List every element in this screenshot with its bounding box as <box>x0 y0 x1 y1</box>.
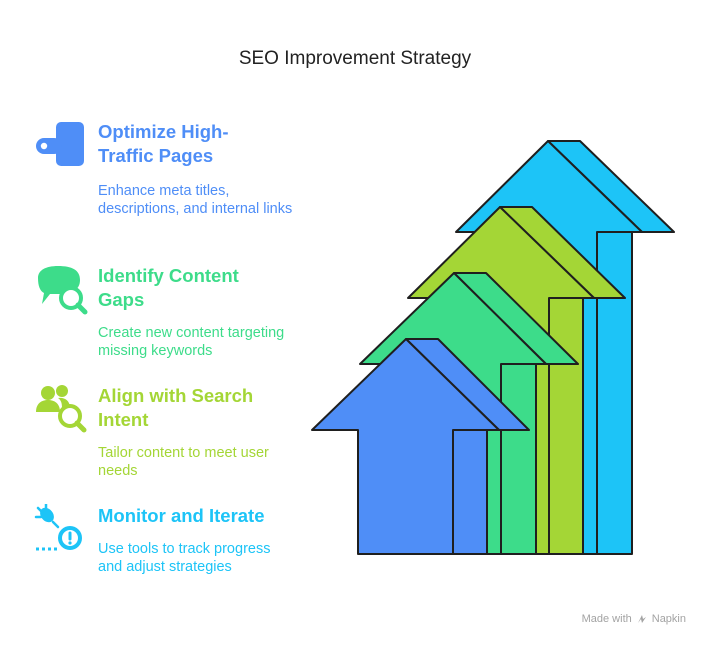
step-heading-line: Traffic Pages <box>98 145 214 166</box>
credit: Made with Napkin <box>582 613 686 625</box>
step-heading-line: Optimize High- <box>98 121 229 142</box>
step-heading-line: Gaps <box>98 289 145 310</box>
arrow-1 <box>311 338 530 555</box>
step-heading: Identify Content Gaps <box>98 264 298 312</box>
step-heading: Monitor and Iterate <box>98 504 298 528</box>
bug-search-icon <box>34 504 82 551</box>
step-description: Enhance meta titles, descriptions, and i… <box>98 183 293 217</box>
credit-prefix: Made with <box>581 613 632 625</box>
step-description: Tailor content to meet user needs <box>98 445 269 479</box>
step-heading-line: Monitor and Iterate <box>98 505 265 526</box>
step-heading-line: Identify Content <box>98 265 239 286</box>
step-heading-line: Intent <box>98 409 149 430</box>
step-description: Create new content targeting missing key… <box>98 325 285 359</box>
page-title: SEO Improvement Strategy <box>238 48 472 69</box>
step-heading: Optimize High- Traffic Pages <box>98 120 298 168</box>
users-search-icon <box>36 385 87 433</box>
step-description: Use tools to track progress and adjust s… <box>98 541 271 575</box>
step-heading-line: Align with Search <box>98 385 254 406</box>
step-heading: Align with Search Intent <box>98 384 298 432</box>
arrow-1-front <box>311 338 500 555</box>
chat-search-icon <box>38 266 88 315</box>
credit-brand: Napkin <box>651 613 686 625</box>
napkin-logo-icon <box>637 615 646 623</box>
signpost-icon <box>36 122 84 166</box>
